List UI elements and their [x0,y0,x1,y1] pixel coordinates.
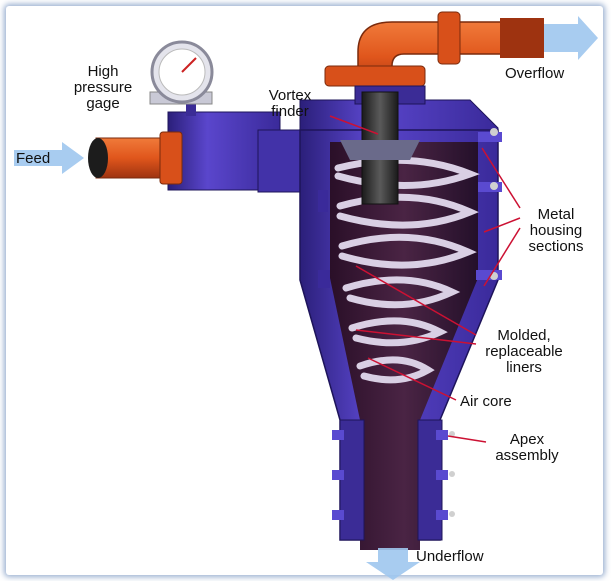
underflow-arrow [366,548,420,580]
label-molded-2: replaceable [485,343,563,360]
pressure-gage [150,42,212,116]
overflow-arrow [544,16,598,60]
label-vortex-1: Vortex [269,87,312,104]
label-high-pressure-1: High [88,63,119,80]
label-molded-1: Molded, [497,327,550,344]
label-vortex-2: finder [271,103,309,120]
label-metal-3: sections [528,238,583,255]
label-metal-2: housing [530,222,583,239]
feed-pipe [88,132,182,184]
label-metal-1: Metal [538,206,575,223]
label-feed: Feed [16,150,50,167]
label-air-core: Air core [460,393,512,410]
label-high-pressure-2: pressure [74,79,132,96]
label-overflow: Overflow [505,65,564,82]
label-underflow: Underflow [416,548,484,565]
label-molded-3: liners [506,359,542,376]
label-apex-2: assembly [495,447,559,464]
label-apex-1: Apex [510,431,545,448]
label-high-pressure-3: gage [86,95,119,112]
